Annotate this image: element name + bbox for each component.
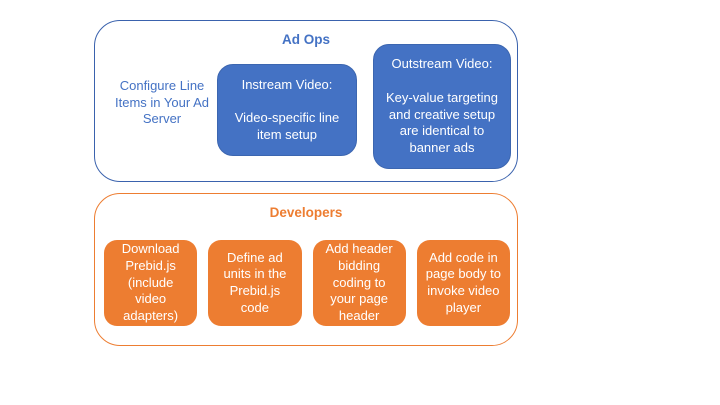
step-header-bidding-code-box: Add header bidding coding to your page h…	[312, 240, 406, 326]
ad-ops-side-note: Configure Line Items in Your Ad Server	[115, 78, 209, 127]
step-download-prebid-box: Download Prebid.js (include video adapte…	[104, 240, 198, 326]
step-download-prebid-label: Download Prebid.js (include video adapte…	[121, 241, 180, 323]
ad-ops-title: Ad Ops	[281, 32, 330, 47]
outstream-video-heading: Outstream Video:	[391, 56, 493, 72]
developers-group: Developers Download Prebid.js (include v…	[94, 193, 518, 346]
ad-ops-group: Ad Ops Configure Line Items in Your Ad S…	[94, 20, 518, 182]
instream-video-body: Video-specific line item setup	[234, 110, 340, 142]
instream-video-heading: Instream Video:	[241, 76, 333, 92]
instream-video-box: Instream Video: Video-specific line item…	[217, 64, 357, 156]
step-header-bidding-code-label: Add header bidding coding to your page h…	[325, 241, 393, 323]
outstream-video-body: Key-value targeting and creative setup a…	[385, 90, 498, 155]
developers-steps-row: Download Prebid.js (include video adapte…	[104, 240, 510, 326]
step-define-ad-units-box: Define ad units in the Prebid.js code	[208, 240, 302, 326]
step-define-ad-units-label: Define ad units in the Prebid.js code	[223, 249, 287, 315]
step-invoke-video-player-label: Add code in page body to invoke video pl…	[425, 249, 501, 315]
developers-title: Developers	[269, 205, 343, 220]
outstream-video-box: Outstream Video: Key-value targeting and…	[373, 44, 511, 169]
step-invoke-video-player-box: Add code in page body to invoke video pl…	[416, 240, 510, 326]
